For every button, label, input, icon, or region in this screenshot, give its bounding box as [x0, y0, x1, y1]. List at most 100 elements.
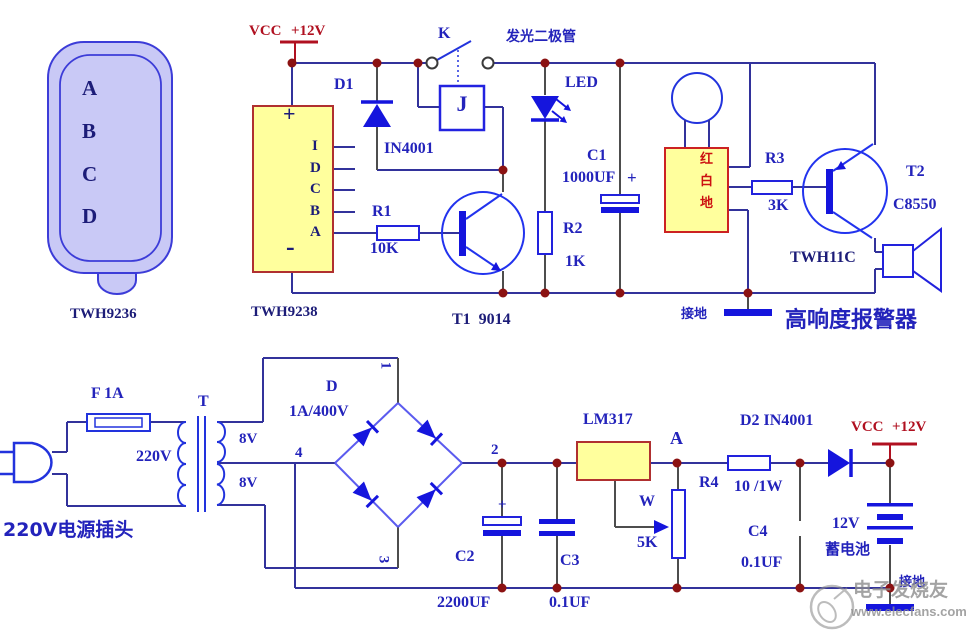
- resistor-r1: [376, 225, 420, 241]
- siren-pin-gnd-label: 地: [700, 196, 714, 211]
- bridge-terminal-4-label: 4: [295, 445, 303, 461]
- r2-ref-label: R2: [563, 220, 583, 237]
- vcc-bottom-label: VCC: [851, 419, 884, 435]
- bridge-terminal-1-label: 1: [377, 361, 394, 370]
- plug-label: 220V电源插头: [3, 519, 134, 541]
- remote-button-b: B: [82, 119, 97, 143]
- capacitor-c3: [539, 519, 575, 536]
- remote-button-d: D: [82, 204, 98, 228]
- remote-button-a: A: [82, 76, 98, 100]
- ic-pin-b-label: B: [310, 203, 321, 219]
- led: [531, 96, 571, 123]
- ic-pin-a-label: A: [310, 224, 321, 240]
- diode-d1: [361, 100, 393, 127]
- transformer-sec1-label: 8V: [239, 431, 258, 447]
- vcc-top-symbol: [280, 40, 318, 63]
- bridge-diode-2: [416, 419, 444, 447]
- vcc-top-label: VCC: [249, 23, 282, 39]
- pot-ref-label: W: [639, 493, 655, 510]
- node-a-label: A: [670, 428, 683, 448]
- fuse: [86, 413, 151, 432]
- t1-ref-label: T1 9014: [452, 311, 511, 328]
- siren-module: [664, 72, 729, 233]
- bridge-diode-4: [416, 481, 444, 509]
- plug: [0, 441, 53, 484]
- power-wires-gray: [397, 358, 891, 604]
- c4-ref-label: C4: [748, 523, 768, 540]
- bridge-terminal-2-label: 2: [491, 442, 499, 458]
- vcc-bottom-symbol: [872, 442, 917, 463]
- r2-value-label: 1K: [565, 253, 586, 270]
- power-wires-navy: [52, 357, 890, 589]
- battery-name-label: 蓄电池: [825, 540, 871, 558]
- r4-ref-label: R4: [699, 474, 719, 491]
- resistor-r4: [727, 455, 771, 471]
- capacitor-c1: [600, 194, 640, 213]
- ic-pin-d-label: D: [310, 160, 321, 176]
- r4-value-label: 10 /1W: [734, 478, 783, 495]
- remote-button-tab: [97, 267, 137, 295]
- battery: [867, 503, 913, 544]
- transformer-primary-label: 220V: [136, 448, 172, 465]
- r3-value-label: 3K: [768, 197, 789, 214]
- ground-top: [724, 309, 772, 316]
- bridge-rectifier: [334, 402, 463, 528]
- relay-coil-j: [438, 84, 486, 132]
- led-ref-label: LED: [565, 74, 598, 91]
- potentiometer-w: [654, 489, 686, 559]
- bridge-rating-label: 1A/400V: [289, 403, 349, 420]
- siren-driver-label: TWH11C: [790, 249, 856, 266]
- r1-value-label: 10K: [370, 240, 399, 257]
- c1-polarity-label: +: [627, 168, 637, 187]
- ic-pin-c-label: C: [310, 181, 321, 197]
- transformer-sec2-label: 8V: [239, 475, 258, 491]
- lm317-box: [576, 441, 651, 481]
- r1-ref-label: R1: [372, 203, 392, 220]
- ground-top-label: 接地: [681, 307, 708, 322]
- remote-model-label: TWH9236: [70, 306, 137, 322]
- c2-polarity-label: +: [498, 497, 507, 513]
- c2-value-label: 2200UF: [437, 594, 491, 611]
- ic-twh9238-box: [252, 105, 334, 273]
- c3-value-label: 0.1UF: [549, 594, 591, 611]
- transformer-ref-label: T: [198, 393, 209, 410]
- diode-d2: [828, 449, 853, 477]
- transformer: [177, 416, 226, 512]
- watermark-site-label: 电子发烧友: [853, 579, 949, 601]
- t2-part-label: C8550: [893, 196, 937, 213]
- c1-ref-label: C1: [587, 147, 607, 164]
- alarm-name-label: 高响度报警器: [785, 308, 918, 333]
- resistor-r2: [537, 211, 553, 255]
- d1-ref-label: D1: [334, 76, 354, 93]
- c4-value-label: 0.1UF: [741, 554, 783, 571]
- c2-ref-label: C2: [455, 548, 475, 565]
- r3-ref-label: R3: [765, 150, 785, 167]
- bridge-terminal-3-label: 3: [375, 555, 392, 564]
- speaker: [882, 226, 942, 293]
- ic-plus-pin-label: +: [283, 101, 296, 126]
- ic-minus-pin-label: -: [286, 232, 295, 261]
- ground-bottom-label: 接地: [899, 575, 926, 590]
- vcc-top-value: +12V: [291, 23, 326, 39]
- transistor-t1: [441, 191, 525, 275]
- d2-label: D2 IN4001: [740, 412, 814, 429]
- fuse-label: F 1A: [91, 385, 124, 402]
- ground-bottom: [866, 604, 914, 611]
- bridge-ref-label: D: [326, 378, 338, 395]
- bulb: [671, 72, 723, 124]
- bridge-diode-1: [352, 419, 380, 447]
- battery-voltage-label: 12V: [832, 515, 860, 532]
- lm317-label: LM317: [583, 411, 633, 428]
- siren-pin-red-label: 红: [700, 152, 714, 167]
- led-cn-label: 发光二极管: [506, 29, 576, 45]
- junction-dots: [287, 58, 895, 593]
- relay-switch-k: [425, 40, 495, 85]
- c1-value-label: 1000UF: [562, 169, 616, 186]
- pot-value-label: 5K: [637, 534, 658, 551]
- ic-pin-i-label: I: [312, 138, 318, 154]
- siren-pin-white-label: 白: [700, 174, 714, 189]
- remote-button-c: C: [82, 162, 98, 186]
- c3-ref-label: C3: [560, 552, 580, 569]
